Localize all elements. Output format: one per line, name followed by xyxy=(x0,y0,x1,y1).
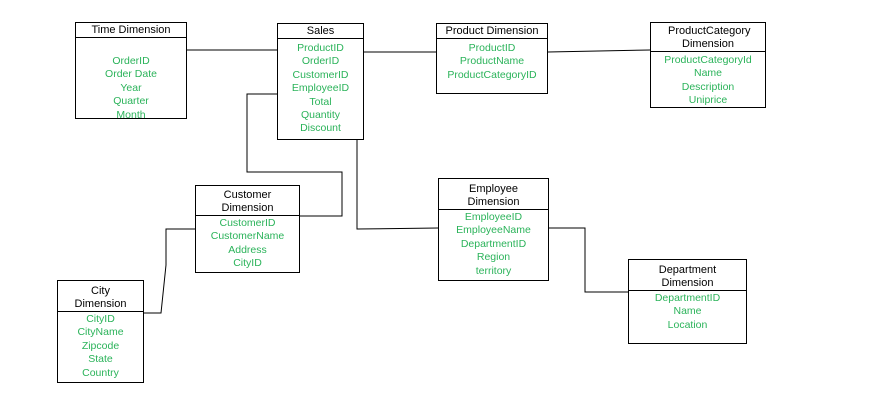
entity-title: Employee Dimension xyxy=(467,183,520,208)
attribute-item: Name xyxy=(693,67,722,80)
attribute-item: Order Date xyxy=(105,68,157,81)
attribute-item: ProductID xyxy=(297,42,344,54)
relationship-line xyxy=(549,227,628,293)
attribute-item: Year xyxy=(120,81,142,94)
relationship-line xyxy=(144,228,195,314)
entity-title: Customer Dimension xyxy=(221,189,274,214)
relationship-line xyxy=(547,49,651,53)
attribute-item: Address xyxy=(228,243,267,256)
attribute-item: CityID xyxy=(233,257,262,270)
attribute-item: Quarter xyxy=(113,95,149,108)
attribute-item: ProductID xyxy=(468,42,516,54)
attribute-item: ProductCategoryId xyxy=(664,54,752,66)
entity-title: Time Dimension xyxy=(76,23,186,38)
attribute-item: DepartmentID xyxy=(460,237,527,250)
attribute-item: ProductCategoryID xyxy=(447,68,537,81)
attribute-item: EmployeeName xyxy=(456,224,531,237)
relationship-line xyxy=(356,140,439,230)
attribute-item: EmployeeID xyxy=(291,82,350,95)
attribute-item: EmployeeID xyxy=(464,211,523,223)
attribute-item: Country xyxy=(82,366,119,379)
attribute-item: State xyxy=(88,353,113,366)
attribute-item: Uniprice xyxy=(688,94,728,107)
attribute-item: OrderID xyxy=(301,55,340,68)
attribute-item: Location xyxy=(667,318,708,331)
attribute-item: OrderID xyxy=(112,55,150,67)
attribute-item: DepartmentID xyxy=(654,292,721,304)
entity-title: Sales xyxy=(278,24,363,39)
entity-title: City Dimension xyxy=(74,285,127,310)
attribute-item: Description xyxy=(681,80,735,93)
attribute-item: CustomerName xyxy=(210,230,285,243)
attribute-item: Month xyxy=(116,108,146,121)
attribute-item: Name xyxy=(673,305,702,318)
attribute-item: CityName xyxy=(77,326,124,339)
relationship-line xyxy=(246,93,343,217)
attribute-item: CityID xyxy=(86,313,115,325)
attribute-item: Region xyxy=(476,251,511,264)
entity-title: Department Dimension xyxy=(658,264,717,289)
entity-title: Product Dimension xyxy=(437,24,547,39)
attribute-item: Quantity xyxy=(300,109,341,122)
attribute-item: territory xyxy=(475,264,512,277)
attribute-item: ProductName xyxy=(459,55,525,68)
attribute-item: CustomerID xyxy=(219,217,276,229)
entity-productcategory-dimension: ProductCategory Dimension ProductCategor… xyxy=(650,22,766,108)
attribute-item: Discount xyxy=(300,122,341,135)
attribute-item: CustomerID xyxy=(292,68,349,81)
entity-title: ProductCategory Dimension xyxy=(668,25,751,50)
attribute-item: Total xyxy=(309,95,332,108)
attribute-item: Zipcode xyxy=(81,339,120,352)
